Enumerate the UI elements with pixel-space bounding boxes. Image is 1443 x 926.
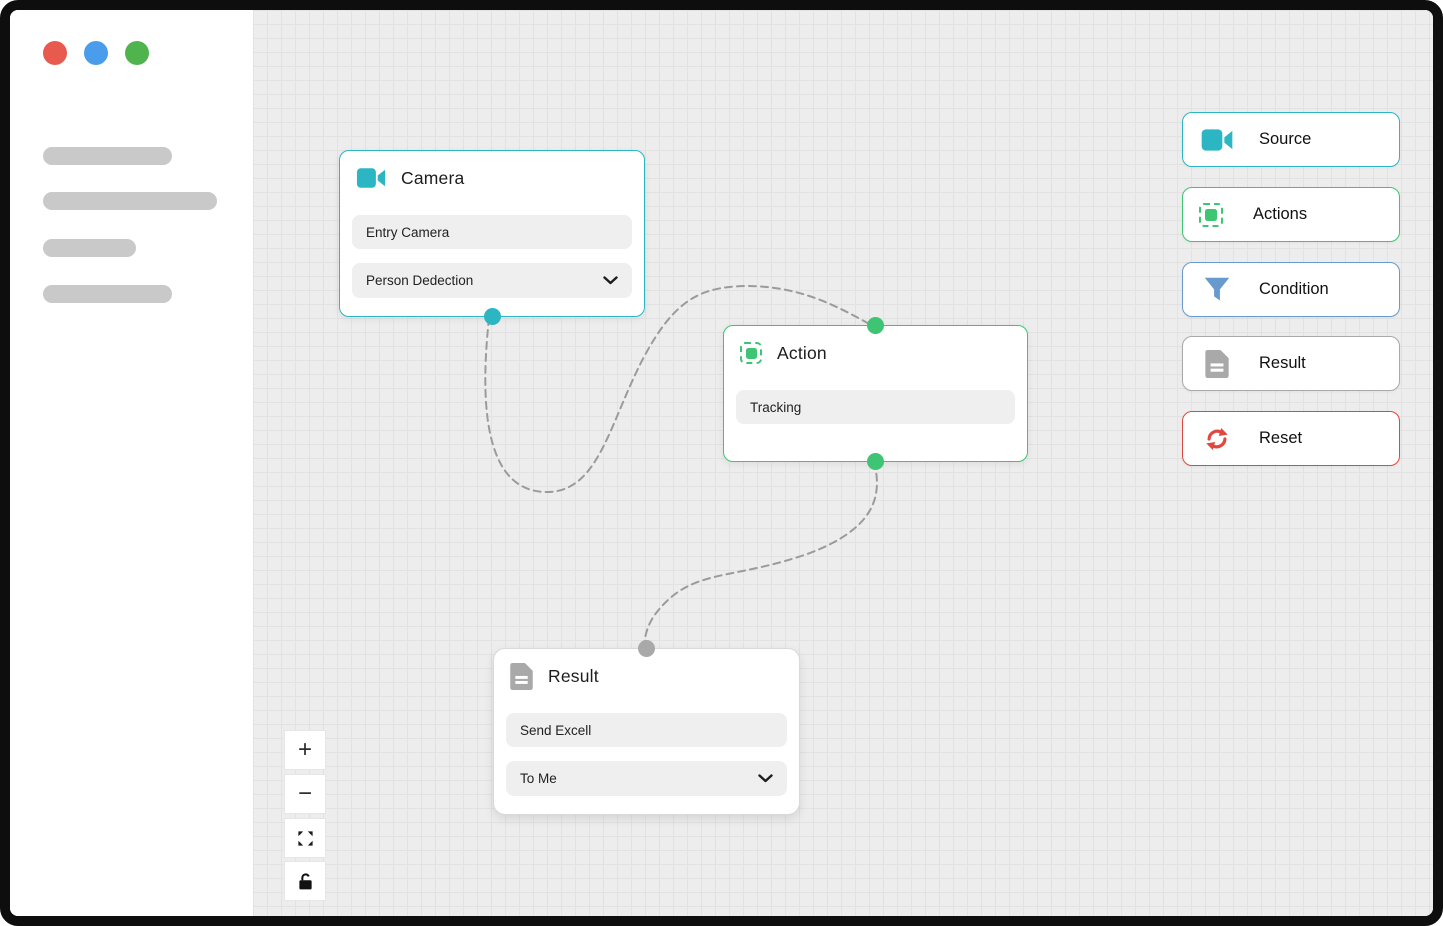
result-target-dropdown[interactable]: To Me bbox=[506, 761, 787, 796]
sidebar bbox=[10, 10, 253, 916]
skeleton-bar bbox=[43, 239, 136, 257]
filter-icon bbox=[1199, 277, 1235, 303]
palette-button-label: Source bbox=[1259, 130, 1312, 148]
traffic-light-blue-icon[interactable] bbox=[84, 41, 108, 65]
skeleton-bar bbox=[43, 192, 217, 210]
palette-button-condition[interactable]: Condition bbox=[1182, 262, 1400, 317]
document-icon bbox=[510, 662, 533, 690]
camera-mode-value: Person Dedection bbox=[366, 273, 474, 288]
flow-canvas[interactable]: Camera Entry Camera Person Dedection Act… bbox=[253, 10, 1433, 916]
zoom-in-button[interactable]: + bbox=[284, 730, 326, 770]
result-name-input[interactable]: Send Excell bbox=[506, 713, 787, 747]
palette-button-label: Condition bbox=[1259, 280, 1329, 298]
chevron-down-icon bbox=[758, 771, 773, 786]
zoom-out-button[interactable]: − bbox=[284, 774, 326, 814]
camera-output-handle[interactable] bbox=[483, 308, 501, 325]
palette-button-result[interactable]: Result bbox=[1182, 336, 1400, 391]
reset-icon bbox=[1199, 425, 1235, 453]
connection-action-result bbox=[643, 461, 878, 649]
chevron-down-icon bbox=[603, 273, 618, 288]
document-icon bbox=[1199, 349, 1235, 378]
palette-button-actions[interactable]: Actions bbox=[1182, 187, 1400, 242]
result-target-value: To Me bbox=[520, 771, 557, 786]
node-title: Result bbox=[548, 665, 599, 686]
traffic-light-red-icon[interactable] bbox=[43, 41, 67, 65]
actions-icon bbox=[740, 342, 762, 364]
skeleton-bar bbox=[43, 285, 172, 303]
palette-button-label: Result bbox=[1259, 354, 1306, 372]
minus-icon: − bbox=[297, 780, 312, 807]
palette-button-source[interactable]: Source bbox=[1182, 112, 1400, 167]
plus-icon: + bbox=[297, 736, 312, 763]
node-result[interactable]: Result Send Excell To Me bbox=[493, 640, 800, 815]
camera-name-input[interactable]: Entry Camera bbox=[352, 215, 632, 249]
palette-button-reset[interactable]: Reset bbox=[1182, 411, 1400, 466]
action-name-input[interactable]: Tracking bbox=[736, 390, 1015, 424]
traffic-light-green-icon[interactable] bbox=[125, 41, 149, 65]
node-camera[interactable]: Camera Entry Camera Person Dedection bbox=[339, 150, 645, 325]
palette-button-label: Reset bbox=[1259, 429, 1303, 447]
fit-view-button[interactable] bbox=[284, 818, 326, 858]
action-input-handle[interactable] bbox=[867, 317, 884, 334]
action-output-handle[interactable] bbox=[867, 453, 884, 470]
lock-open-icon bbox=[295, 871, 316, 892]
palette-button-label: Actions bbox=[1253, 205, 1308, 223]
node-title: Action bbox=[777, 342, 827, 363]
lock-button[interactable] bbox=[284, 861, 326, 901]
node-title: Camera bbox=[401, 167, 465, 188]
skeleton-bar bbox=[43, 147, 172, 165]
node-camera-header: Camera bbox=[340, 151, 644, 191]
camera-mode-dropdown[interactable]: Person Dedection bbox=[352, 263, 632, 298]
videocam-icon bbox=[1199, 128, 1235, 152]
actions-icon bbox=[1199, 202, 1223, 227]
fit-view-icon bbox=[296, 829, 315, 848]
window-controls bbox=[43, 41, 149, 65]
videocam-icon bbox=[356, 167, 386, 189]
node-result-header: Result bbox=[494, 649, 799, 690]
node-action-header: Action bbox=[724, 326, 1027, 366]
node-action[interactable]: Action Tracking bbox=[723, 317, 1028, 470]
result-input-handle[interactable] bbox=[638, 640, 655, 657]
